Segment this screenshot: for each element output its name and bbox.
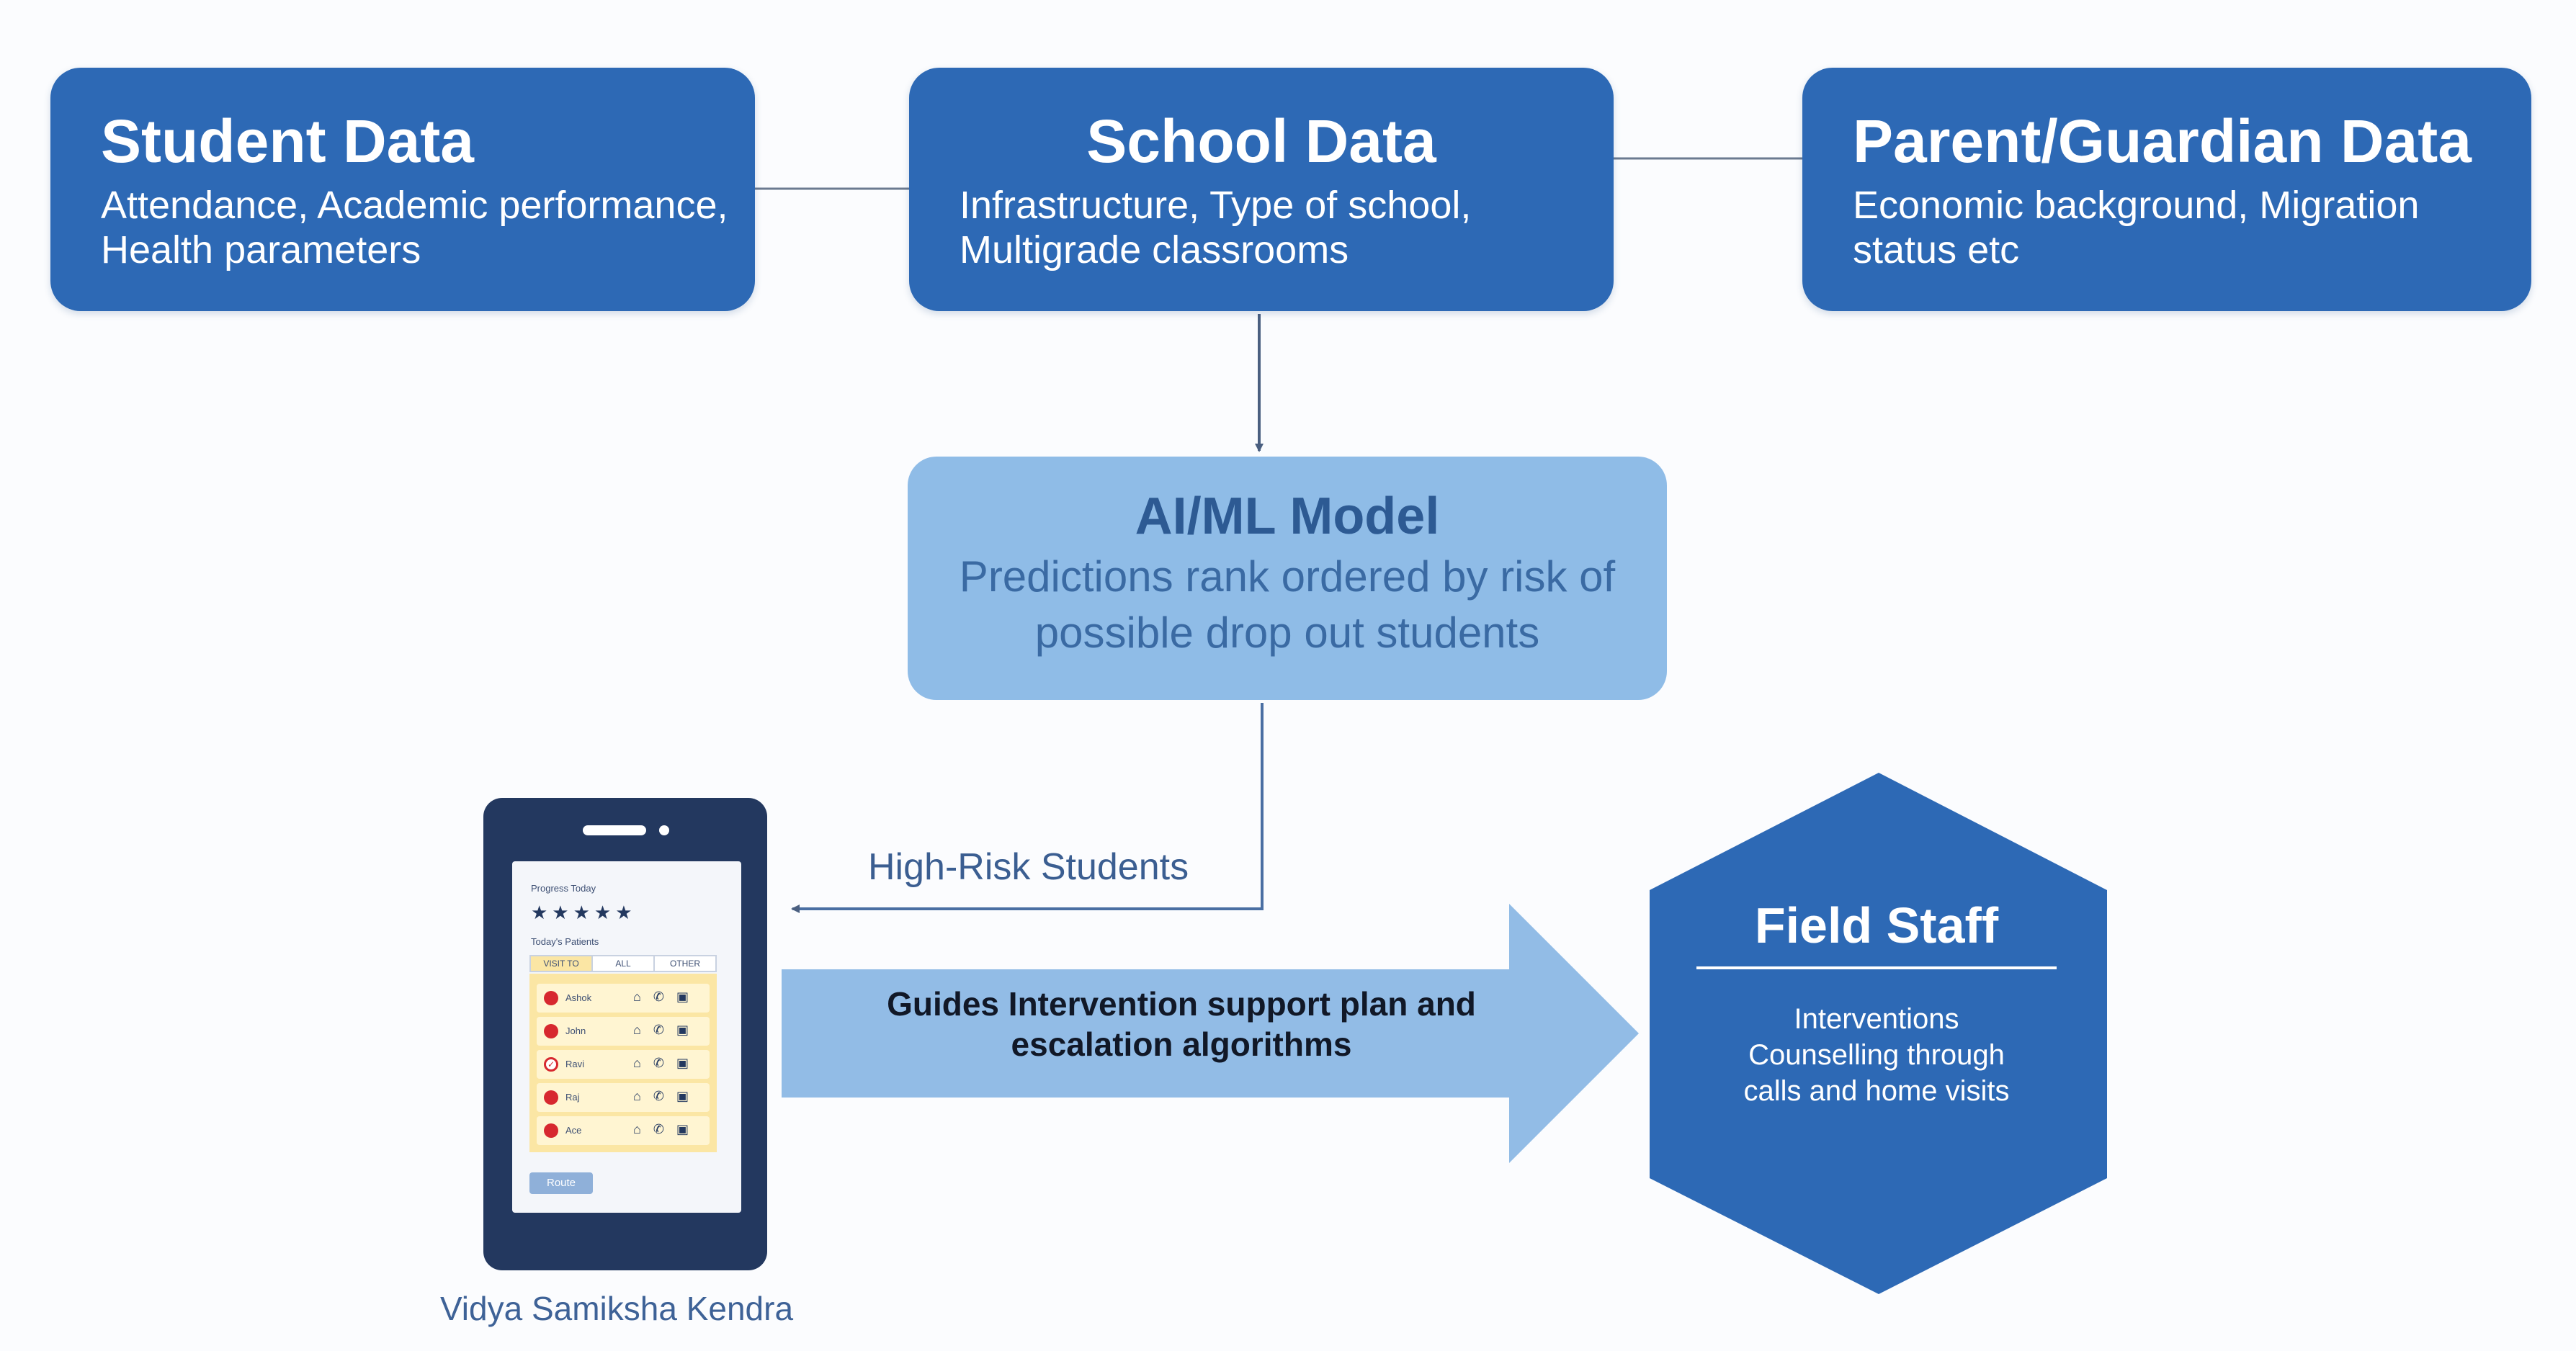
risk-dot-icon [544,1024,558,1038]
list-item[interactable]: ✓ Ravi ⌂ ✆ ▣ [537,1050,710,1079]
parent-guardian-data-card: Parent/Guardian Data Economic background… [1802,68,2531,311]
school-data-description: Infrastructure, Type of school, Multigra… [960,184,1472,271]
risk-dot-icon [544,1123,558,1138]
parent-guardian-data-description: Economic background, Migration status et… [1853,184,2420,271]
tab-visit-to[interactable]: VISIT TO [531,956,593,971]
patient-name: Ace [565,1125,582,1136]
field-staff-line-2: Counselling through [1748,1039,2005,1071]
tab-all[interactable]: ALL [593,956,655,971]
tab-other[interactable]: OTHER [670,959,700,969]
big-right-arrow [782,904,1639,1163]
contact-actions-icon: ⌂ ✆ ▣ [633,1023,693,1037]
student-data-description: Attendance, Academic performance, Health… [101,184,728,271]
list-item[interactable]: Ashok ⌂ ✆ ▣ [537,984,710,1013]
phone-speaker [583,825,646,835]
patient-name: John [565,1025,586,1036]
list-item[interactable]: Raj ⌂ ✆ ▣ [537,1083,710,1112]
ai-ml-model-description: Predictions rank ordered by risk of poss… [959,552,1616,657]
field-staff-line-1: Interventions [1794,1003,1959,1035]
list-item[interactable]: Ace ⌂ ✆ ▣ [537,1116,710,1145]
patient-name: Ashok [565,992,592,1003]
ai-ml-model-box: AI/ML Model Predictions rank ordered by … [908,457,1667,700]
field-staff-line-3: calls and home visits [1743,1075,2010,1107]
field-staff-title: Field Staff [1754,897,1999,953]
field-staff-divider [1696,966,2057,969]
school-data-title: School Data [1086,107,1436,175]
list-item[interactable]: John ⌂ ✆ ▣ [537,1017,710,1046]
school-data-card: School Data Infrastructure, Type of scho… [909,68,1614,311]
student-data-card: Student Data Attendance, Academic perfor… [50,68,755,311]
ai-ml-model-title: AI/ML Model [1135,488,1440,545]
patient-list: Ashok ⌂ ✆ ▣ John ⌂ ✆ ▣ ✓ Ravi ⌂ ✆ ▣ Raj … [529,974,717,1152]
progress-heading: Progress Today [531,883,596,894]
star-rating-icon: ★★★★★ [531,902,637,923]
contact-actions-icon: ⌂ ✆ ▣ [633,1056,693,1070]
phone-caption: Vidya Samiksha Kendra [439,1290,794,1327]
arrow-model-to-phone [791,703,1264,913]
risk-dot-icon [544,991,558,1005]
phone-camera-icon [659,825,669,835]
route-button[interactable]: Route [529,1172,593,1194]
intervention-arrow-label: Guides Intervention support plan and esc… [887,985,1476,1063]
field-staff-content: Field Staff Interventions Counselling th… [1650,893,2103,1109]
contact-actions-icon: ⌂ ✆ ▣ [633,1089,693,1103]
patient-name: Raj [565,1092,580,1103]
field-staff-hexagon [1650,773,2107,1294]
patient-name: Ravi [565,1059,585,1069]
patient-tabs: VISIT TO ALL OTHER [529,955,717,972]
phone-screen: Progress Today ★★★★★ Today's Patients VI… [512,861,741,1213]
phone-illustration: Progress Today ★★★★★ Today's Patients VI… [483,798,767,1270]
check-circle-icon: ✓ [544,1057,558,1072]
parent-guardian-data-title: Parent/Guardian Data [1853,107,2472,175]
patients-heading: Today's Patients [531,936,599,947]
risk-dot-icon [544,1090,558,1105]
high-risk-students-label: High-Risk Students [868,846,1189,888]
contact-actions-icon: ⌂ ✆ ▣ [633,1122,693,1136]
contact-actions-icon: ⌂ ✆ ▣ [633,989,693,1004]
student-data-title: Student Data [101,107,475,175]
